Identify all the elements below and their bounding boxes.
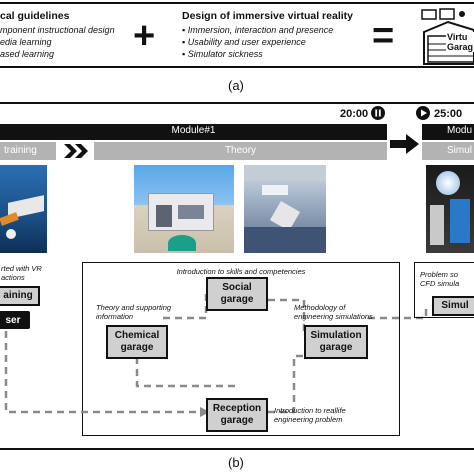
simulation-box-label: Simul bbox=[441, 299, 469, 311]
simulation-garage-screenshot bbox=[244, 165, 326, 253]
social-garage-box: Social garage bbox=[206, 277, 268, 311]
vr-hand-shape bbox=[6, 229, 16, 239]
reception-garage-box: Reception garage bbox=[206, 398, 268, 432]
light-sphere-shape bbox=[436, 171, 460, 195]
design-item-3-text: Simulator sickness bbox=[187, 49, 263, 59]
training-bar bbox=[0, 142, 56, 160]
design-item-1: ▪ Immersion, interaction and presence bbox=[182, 25, 334, 35]
pause-icon bbox=[371, 106, 385, 120]
caption-b: (b) bbox=[228, 455, 244, 470]
simulation-garage-box: Simulation garage bbox=[304, 325, 368, 359]
arrow-right-icon bbox=[390, 134, 419, 154]
vr-controller-shape bbox=[0, 212, 19, 226]
design-item-3: ▪ Simulator sickness bbox=[182, 49, 263, 59]
simulation-frame bbox=[414, 262, 474, 318]
building-window-shape bbox=[178, 205, 204, 219]
plus-symbol: + bbox=[133, 15, 156, 57]
simulation-bar bbox=[422, 142, 474, 160]
module-bar-right bbox=[422, 124, 474, 140]
reallife-note: Introduction to reallife engineering pro… bbox=[274, 406, 346, 425]
cfd-simulation-screenshot bbox=[426, 165, 474, 253]
caption-a: (a) bbox=[228, 78, 244, 93]
vr-training-screenshot bbox=[0, 165, 47, 253]
garage-logo-text: Virtu Garag bbox=[446, 32, 474, 52]
chemical-garage-screenshot bbox=[134, 165, 234, 253]
simulation-box: Simul bbox=[432, 296, 474, 316]
design-item-2: ▪ Usability and user experience bbox=[182, 37, 306, 47]
design-title: Design of immersive virtual reality bbox=[182, 10, 353, 22]
play-icon bbox=[416, 106, 430, 120]
module-bar bbox=[0, 124, 387, 140]
module-label: Module#1 bbox=[171, 125, 216, 136]
guidelines-title: cal guidelines bbox=[0, 10, 70, 22]
cfd-column-shape bbox=[450, 199, 470, 243]
reception-garage-label: Reception garage bbox=[212, 402, 262, 427]
module-label-right: Modu bbox=[447, 125, 473, 136]
chemical-garage-box: Chemical garage bbox=[106, 325, 168, 359]
figure-shape bbox=[430, 205, 444, 245]
phase-training: training bbox=[4, 145, 37, 156]
floor-shape bbox=[244, 227, 326, 253]
chevron-double-right-icon bbox=[64, 144, 88, 158]
teleport-marker-shape bbox=[168, 235, 196, 251]
chemical-garage-label: Chemical garage bbox=[114, 329, 160, 354]
guidelines-item-3: ased learning bbox=[0, 49, 55, 59]
methodology-note: Methodology of engineering simulations bbox=[294, 303, 373, 322]
training-box-label: aining bbox=[3, 289, 33, 301]
time-end: 25:00 bbox=[434, 108, 463, 120]
user-box: ser bbox=[0, 311, 30, 329]
social-garage-label: Social garage bbox=[220, 281, 254, 306]
building-door-shape bbox=[156, 205, 172, 227]
phase-theory: Theory bbox=[224, 145, 257, 156]
ceiling-shape bbox=[244, 165, 326, 181]
left-note: rted with VR actions bbox=[1, 264, 42, 283]
guidelines-item-2: edia learning bbox=[0, 37, 52, 47]
phase-simulation: Simul bbox=[447, 145, 473, 156]
sign-shape bbox=[262, 185, 288, 195]
panel-b-frame bbox=[0, 102, 474, 450]
user-box-label: ser bbox=[5, 314, 21, 326]
right-note: Problem so CFD simula bbox=[420, 270, 460, 289]
training-box: aining bbox=[0, 286, 40, 306]
panel-a-frame bbox=[0, 2, 474, 68]
time-start: 20:00 bbox=[340, 108, 369, 120]
design-item-2-text: Usability and user experience bbox=[187, 37, 306, 47]
equals-symbol: = bbox=[372, 15, 395, 57]
guidelines-item-1: mponent instructional design bbox=[0, 25, 115, 35]
theory-bar bbox=[94, 142, 387, 160]
theory-note: Theory and supporting information bbox=[96, 303, 172, 322]
design-item-1-text: Immersion, interaction and presence bbox=[187, 25, 334, 35]
simulation-garage-label: Simulation garage bbox=[310, 329, 362, 354]
intro-skills-note: Introduction to skills and competencies bbox=[176, 267, 306, 276]
